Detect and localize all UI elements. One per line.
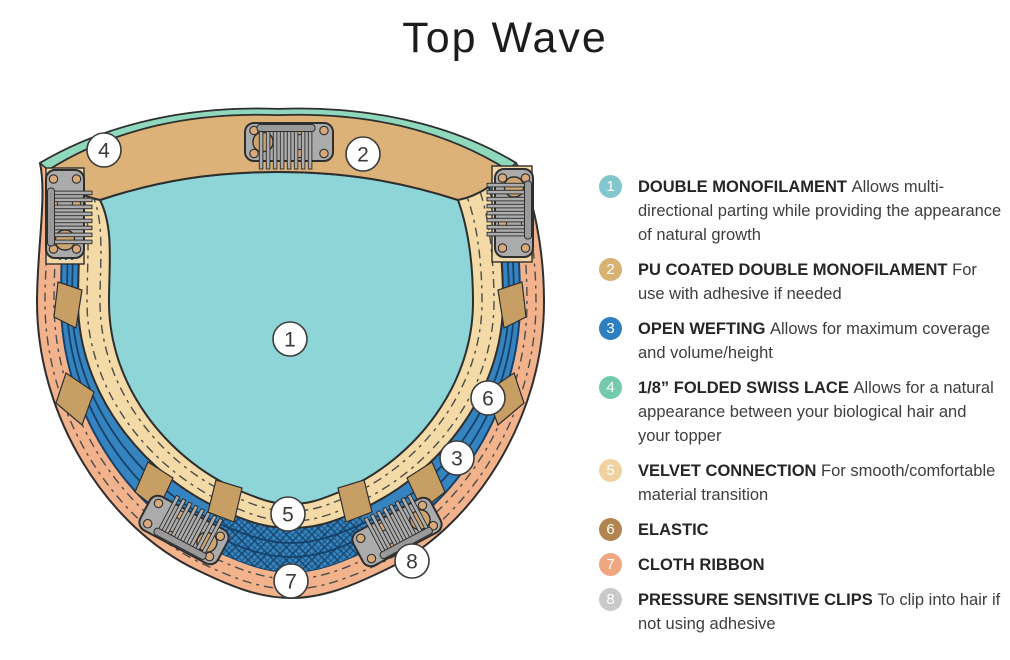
legend: 1 DOUBLE MONOFILAMENT Allows multi-direct…: [599, 175, 1003, 636]
legend-entry-desc: For smooth/comfortable material transiti…: [638, 462, 996, 504]
marker-circle: [470, 380, 506, 416]
elastic-spoke: [207, 479, 243, 523]
legend-entry-text: CLOTH RIBBON: [638, 553, 1002, 577]
legend-entry-desc: Allows multi-directional parting while p…: [638, 178, 1002, 244]
marker-circle: [270, 496, 306, 532]
legend-item-8: 8 PRESSURE SENSITIVE CLIPS To clip into h…: [599, 588, 1003, 636]
marker-number: 5: [282, 504, 294, 527]
marker-7: 7: [273, 563, 309, 599]
legend-item-7: 7 CLOTH RIBBON: [599, 553, 1003, 577]
legend-entry-text: ELASTIC: [638, 518, 1002, 542]
legend-entry-text: PU COATED DOUBLE MONOFILAMENT For use wi…: [638, 258, 1002, 306]
marker-number: 6: [482, 388, 494, 411]
legend-item-1: 1 DOUBLE MONOFILAMENT Allows multi-direct…: [599, 175, 1003, 247]
marker-number: 7: [285, 571, 297, 594]
legend-number-badge: 8: [599, 588, 622, 611]
marker-circle: [273, 563, 309, 599]
legend-entry-label: ELASTIC: [638, 521, 709, 539]
marker-number: 8: [406, 551, 418, 574]
legend-entry-label: 1/8” FOLDED SWISS LACE: [638, 379, 854, 397]
legend-number-badge: 2: [599, 258, 622, 281]
legend-entry-desc: Allows for a natural appearance between …: [638, 379, 994, 445]
elastic-spoke: [53, 281, 83, 329]
legend-number-badge: 7: [599, 553, 622, 576]
legend-entry-label: VELVET CONNECTION: [638, 462, 822, 480]
legend-item-5: 5 VELVET CONNECTION For smooth/comfortabl…: [599, 459, 1003, 507]
marker-2: 2: [345, 136, 381, 172]
legend-entry-text: VELVET CONNECTION For smooth/comfortable…: [638, 459, 1002, 507]
legend-entry-label: OPEN WEFTING: [638, 320, 770, 338]
legend-entry-label: DOUBLE MONOFILAMENT: [638, 178, 852, 196]
marker-circle: [345, 136, 381, 172]
marker-number: 3: [451, 448, 463, 471]
legend-entry-text: 1/8” FOLDED SWISS LACE Allows for a natu…: [638, 376, 1002, 448]
wefting-crosshatch: [210, 510, 372, 572]
legend-number-badge: 5: [599, 459, 622, 482]
legend-number-badge: 3: [599, 317, 622, 340]
legend-item-2: 2 PU COATED DOUBLE MONOFILAMENT For use w…: [599, 258, 1003, 306]
marker-number: 1: [284, 329, 296, 352]
marker-number: 2: [357, 144, 369, 167]
legend-entry-text: PRESSURE SENSITIVE CLIPS To clip into ha…: [638, 588, 1002, 636]
marker-5: 5: [270, 496, 306, 532]
page-title: Top Wave: [402, 14, 608, 62]
marker-1: 1: [272, 321, 308, 357]
legend-entry-text: DOUBLE MONOFILAMENT Allows multi-directi…: [638, 175, 1002, 247]
legend-entry-label: PU COATED DOUBLE MONOFILAMENT: [638, 261, 953, 279]
diagram-markers: 1 2 3 4 5 6 7 8: [86, 132, 506, 599]
ribbon-stitch-outer: [44, 111, 537, 590]
elastic-spoke: [55, 372, 95, 427]
legend-item-6: 6 ELASTIC: [599, 518, 1003, 542]
legend-number-badge: 6: [599, 518, 622, 541]
legend-number-badge: 1: [599, 175, 622, 198]
marker-circle: [439, 440, 475, 476]
legend-item-3: 3 OPEN WEFTING Allows for maximum coverag…: [599, 317, 1003, 365]
marker-circle: [394, 543, 430, 579]
legend-entry-label: PRESSURE SENSITIVE CLIPS: [638, 591, 878, 609]
legend-entry-desc: Allows for maximum coverage and volume/h…: [638, 320, 991, 362]
marker-number: 4: [98, 140, 110, 163]
marker-3: 3: [439, 440, 475, 476]
marker-8: 8: [394, 543, 430, 579]
legend-entry-text: OPEN WEFTING Allows for maximum coverage…: [638, 317, 1002, 365]
elastic-spoke: [337, 479, 373, 523]
legend-entry-label: CLOTH RIBBON: [638, 556, 765, 574]
legend-entry-desc: To clip into hair if not using adhesive: [638, 591, 1001, 633]
topper-diagram: 1 2 3 4 5 6 7 8: [35, 107, 546, 600]
marker-circle: [272, 321, 308, 357]
marker-circle: [86, 132, 122, 168]
legend-entry-desc: For use with adhesive if needed: [638, 261, 977, 303]
legend-number-badge: 4: [599, 376, 622, 399]
elastic-spoke: [497, 281, 527, 329]
legend-item-4: 4 1/8” FOLDED SWISS LACE Allows for a nat…: [599, 376, 1003, 448]
marker-4: 4: [86, 132, 122, 168]
marker-6: 6: [470, 380, 506, 416]
